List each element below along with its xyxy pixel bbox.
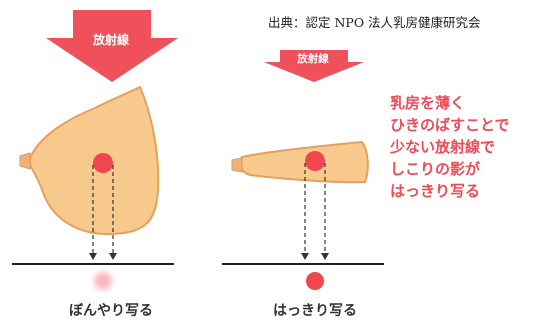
arrowheads-left [89, 253, 117, 260]
radiation-arrow-small [264, 50, 364, 82]
caption-blurry: ぼんやり写る [69, 303, 153, 319]
note-line: 乳房を薄く [390, 94, 466, 112]
breast-compressed [239, 140, 369, 184]
nipple-right [231, 157, 243, 173]
image-blurred [94, 272, 112, 290]
radiation-label-small: 放射線 [297, 53, 329, 65]
note-line: ひきのばすことで [390, 116, 510, 134]
note-line: はっきり写る [390, 182, 481, 200]
lump-left [93, 153, 113, 173]
explanation-note: 乳房を薄く ひきのばすことで 少ない放射線で しこりの影が はっきり写る [390, 92, 536, 202]
projection-lines-right [304, 163, 326, 255]
note-line: しこりの影が [390, 160, 481, 178]
image-sharp [306, 272, 324, 290]
radiation-arrow-large [46, 10, 178, 82]
projection-lines-left [92, 165, 114, 255]
radiation-label-large: 放射線 [92, 33, 129, 47]
nipple-left [19, 152, 31, 170]
lump-right [305, 151, 325, 171]
arrowheads-right [301, 253, 329, 260]
note-line: 少ない放射線で [390, 138, 496, 156]
source-credit: 出典：認定 NPO 法人乳房健康研究会 [268, 15, 481, 30]
caption-clear: はっきり写る [273, 303, 357, 319]
